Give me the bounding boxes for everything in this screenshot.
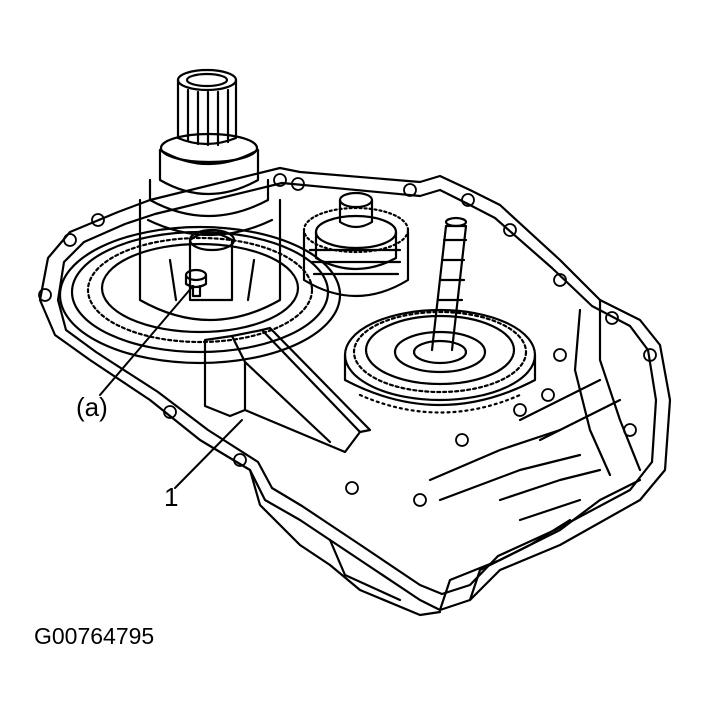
leader-line-a [99,285,194,396]
figure-code: G00764795 [34,623,155,649]
differential-output-shaft [138,68,282,321]
transmission-case [38,166,672,617]
callout-part-label: 1 [164,482,179,512]
counter-gear-set [302,191,410,297]
bolt-a [184,268,208,298]
flange-bolt-holes [38,173,657,507]
part-1-deflector [203,326,372,454]
input-shaft-assembly [343,216,537,414]
callout-bolt-label: (a) [76,392,108,422]
leader-line-1 [174,419,243,489]
